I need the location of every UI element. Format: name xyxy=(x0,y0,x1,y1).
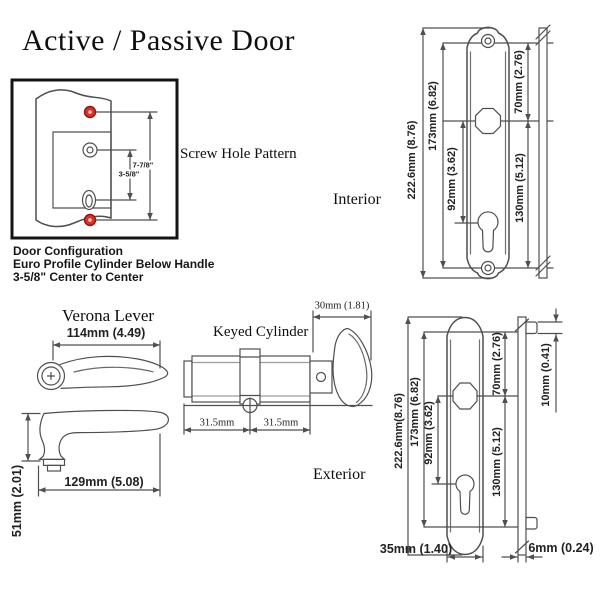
interior-dim-overall: 222.6mm (8.76) xyxy=(406,120,418,200)
exterior-plate-drawing xyxy=(405,308,563,563)
exterior-dim-spindle-to-cylinder: 92mm (3.62) xyxy=(423,401,435,465)
exterior-dim-post-to-post: 173mm (6.82) xyxy=(409,377,421,447)
exterior-dim-spindle-to-bottom: 130mm (5.12) xyxy=(491,427,503,497)
exterior-dim-top-to-spindle: 70mm (2.76) xyxy=(491,332,503,396)
interior-dim-screw-to-screw: 173mm (6.82) xyxy=(427,81,439,151)
exterior-dim-overall: 222.6mm(8.76) xyxy=(393,393,405,469)
lever-dim-grip-length: 114mm (4.49) xyxy=(66,326,146,340)
dim-center-to-center: 3-5/8" xyxy=(117,169,141,179)
keyed-cylinder-title: Keyed Cylinder xyxy=(213,324,309,340)
verona-lever-drawing xyxy=(21,340,169,497)
exterior-label: Exterior xyxy=(313,466,366,483)
dim-screw-to-screw: 7-7/8" xyxy=(131,160,155,170)
exterior-dim-plate-width: 35mm (1.40) xyxy=(379,542,453,556)
verona-lever-title: Verona Lever xyxy=(62,306,155,325)
screw-icon xyxy=(83,213,97,227)
note-line: Euro Profile Cylinder Below Handle xyxy=(13,257,215,271)
cylinder-dim-left-half: 31.5mm xyxy=(199,417,235,429)
interior-plate-drawing xyxy=(420,24,554,280)
note-line: 3-5/8" Center to Center xyxy=(13,270,144,284)
screw-pattern-caption: Screw Hole Pattern xyxy=(180,146,297,162)
screw-icon xyxy=(83,105,97,119)
page-title: Active / Passive Door xyxy=(22,24,295,57)
cylinder-dim-right-half: 31.5mm xyxy=(263,417,299,429)
exterior-dim-post-height: 10mm (0.41) xyxy=(540,343,552,407)
door-configuration-notes: Door Configuration Euro Profile Cylinder… xyxy=(13,245,214,284)
exterior-dim-plate-thickness: 6mm (0.24) xyxy=(528,541,594,555)
lever-dim-overall-length: 129mm (5.08) xyxy=(64,475,144,489)
interior-dim-spindle-to-bottom: 130mm (5.12) xyxy=(514,153,526,223)
lever-dim-height: 51mm (2.01) xyxy=(10,464,24,538)
interior-dim-spindle-to-cylinder: 92mm (3.62) xyxy=(446,147,458,211)
screw-hole-pattern-drawing xyxy=(10,78,179,240)
interior-label: Interior xyxy=(333,191,381,208)
note-line: Door Configuration xyxy=(13,244,123,258)
cylinder-dim-thumbturn: 30mm (1.81) xyxy=(314,300,370,312)
keyed-cylinder-drawing xyxy=(183,310,373,435)
interior-dim-top-to-spindle: 70mm (2.76) xyxy=(513,50,525,114)
